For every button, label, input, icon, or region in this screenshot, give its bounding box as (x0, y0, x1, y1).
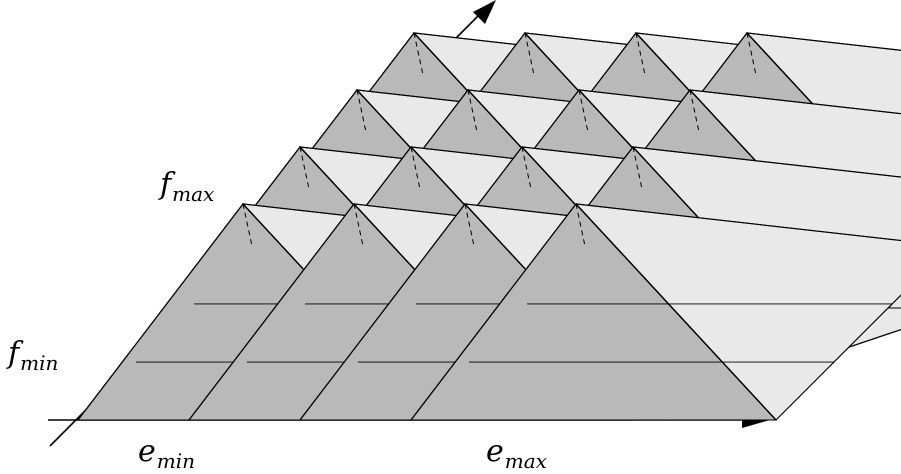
f-min-label: fmin (8, 339, 58, 373)
e-max-label: emax (486, 437, 547, 471)
f-max-label: fmax (160, 170, 214, 204)
f-axis-arrowhead (473, 0, 496, 24)
e-min-label: emin (138, 437, 195, 471)
pyramid-array (78, 33, 901, 420)
